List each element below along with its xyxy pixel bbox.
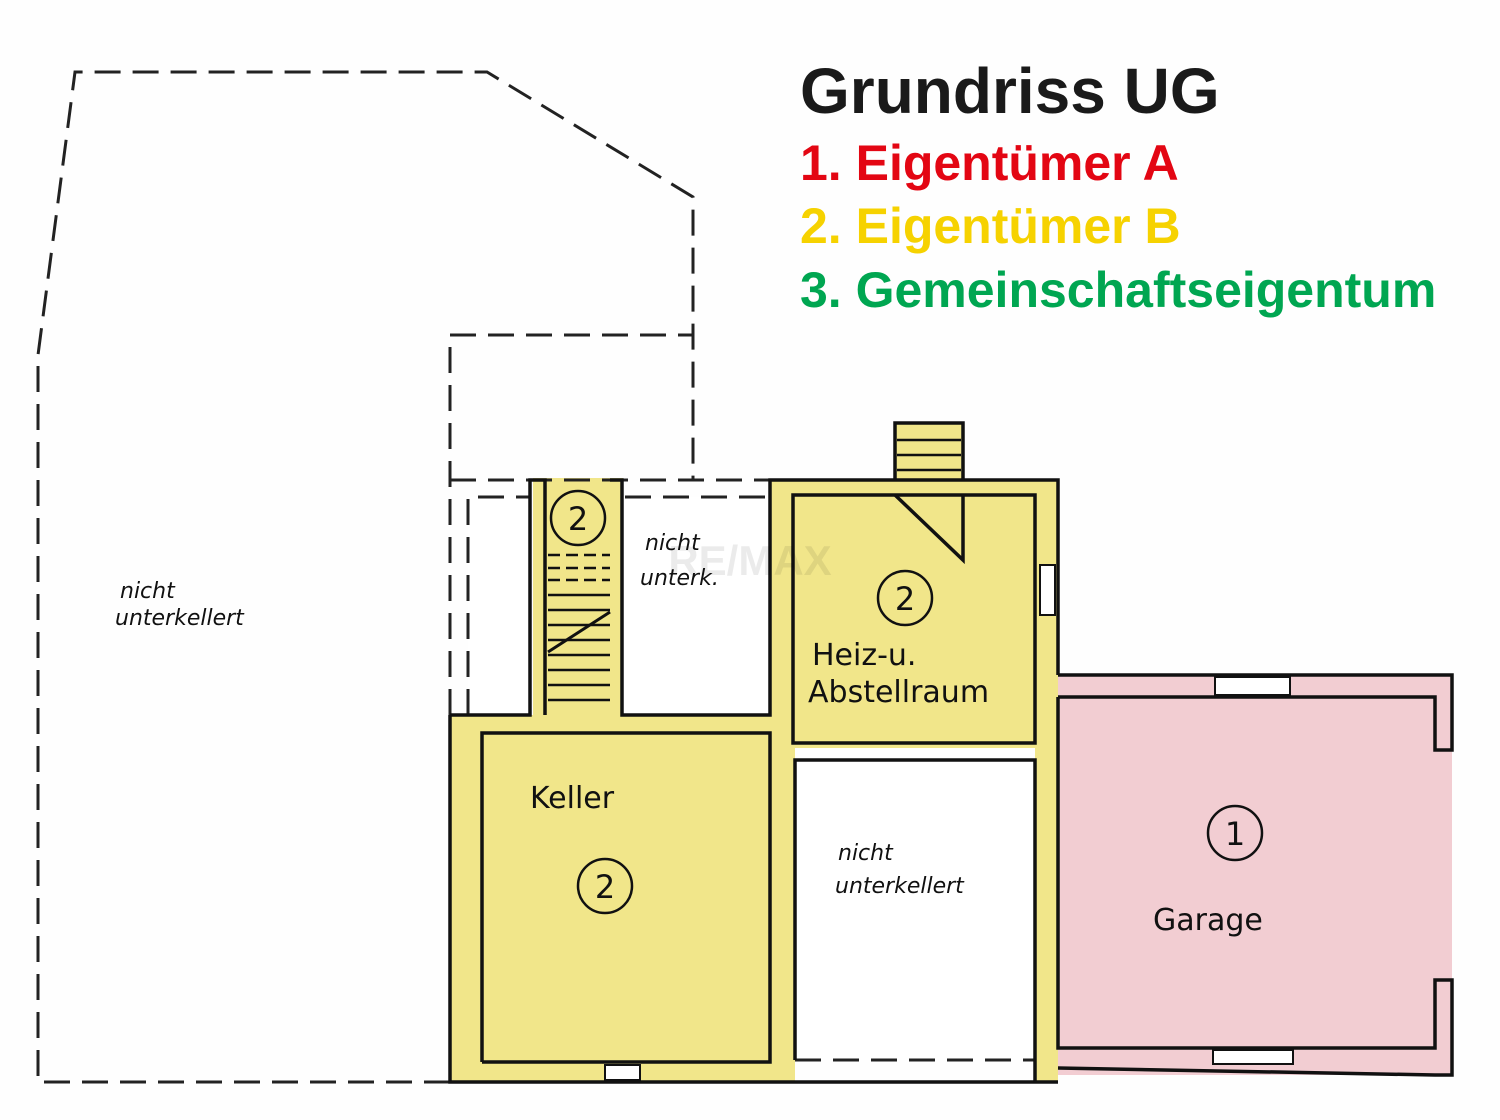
left-area-label-1: nicht [120, 579, 176, 604]
marker-garage-number: 1 [1225, 815, 1245, 853]
small-area-label-1: nicht [645, 531, 701, 556]
watermark: RE/MAX [668, 537, 831, 584]
legend: Grundriss UG 1. Eigentümer A 2. Eigentüm… [800, 55, 1436, 318]
staircase [547, 438, 961, 702]
legend-item-common: 3. Gemeinschaftseigentum [800, 262, 1436, 318]
owner-b-fills [450, 423, 1058, 1082]
heiz-label-1: Heiz-u. [812, 638, 916, 673]
small-area-label-2: unterk. [640, 566, 719, 591]
left-area-label-2: unterkellert [115, 606, 245, 631]
owner-marker-garage [1206, 804, 1264, 862]
garage-fill [1058, 675, 1452, 1075]
middle-area-label-2: unterkellert [835, 874, 965, 899]
owner-marker-stairs [549, 489, 607, 547]
legend-title: Grundriss UG [800, 55, 1220, 127]
garage-label: Garage [1153, 903, 1263, 938]
heiz-label-2: Abstellraum [808, 675, 989, 710]
owner-marker-heiz [876, 569, 934, 627]
marker-keller-number: 2 [595, 868, 615, 906]
walls [448, 421, 1060, 1084]
legend-item-owner-a: 1. Eigentümer A [800, 135, 1179, 191]
marker-heiz-number: 2 [895, 580, 915, 618]
marker-stairs-number: 2 [568, 500, 588, 538]
keller-label: Keller [530, 781, 615, 816]
owner-marker-keller [576, 857, 634, 915]
middle-area-label-1: nicht [838, 841, 894, 866]
legend-item-owner-b: 2. Eigentümer B [800, 198, 1181, 254]
garage-walls [1056, 673, 1454, 1077]
